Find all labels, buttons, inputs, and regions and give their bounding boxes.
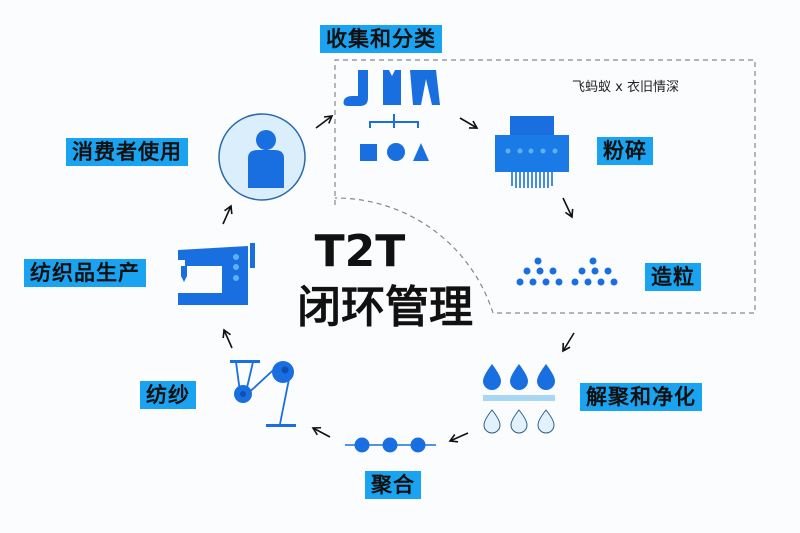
dashed-boundary xyxy=(334,59,756,314)
label-shred: 粉碎 xyxy=(597,137,653,165)
sorting-icon xyxy=(360,114,429,161)
label-produce: 纺织品生产 xyxy=(24,259,146,287)
arrow-collect-to-shred xyxy=(459,117,479,129)
clothes-icon xyxy=(343,70,440,106)
polymer-chain-icon xyxy=(345,437,436,453)
sewing-machine-icon xyxy=(178,243,255,305)
arrow-pelletize-to-depolymerize xyxy=(562,332,575,353)
flow-arrows xyxy=(222,115,575,443)
spinning-icon xyxy=(230,360,296,427)
title-t2t: T2T xyxy=(314,226,406,277)
label-spin: 纺纱 xyxy=(140,381,196,409)
title-closed-loop: 闭环管理 xyxy=(297,282,473,333)
brand-text: 飞蚂蚁 x 衣旧情深 xyxy=(572,80,679,95)
label-pelletize: 造粒 xyxy=(645,263,701,291)
label-polymerize: 聚合 xyxy=(365,471,421,499)
arrow-polymerize-to-spin xyxy=(311,426,331,438)
arrow-consume-to-collect xyxy=(315,115,334,129)
arrow-produce-to-consume xyxy=(222,204,233,225)
arrow-depolymerize-to-polymerize xyxy=(448,432,469,443)
arrow-spin-to-produce xyxy=(222,328,233,349)
pellets-icon xyxy=(516,257,618,286)
consumer-icon xyxy=(218,113,306,201)
label-consume: 消费者使用 xyxy=(66,138,188,166)
label-collect: 收集和分类 xyxy=(320,25,442,53)
depolymerize-icon xyxy=(483,364,555,434)
arrow-shred-to-pelletize xyxy=(562,197,574,219)
shredder-icon xyxy=(495,116,569,188)
label-depolymerize: 解聚和净化 xyxy=(580,383,702,411)
